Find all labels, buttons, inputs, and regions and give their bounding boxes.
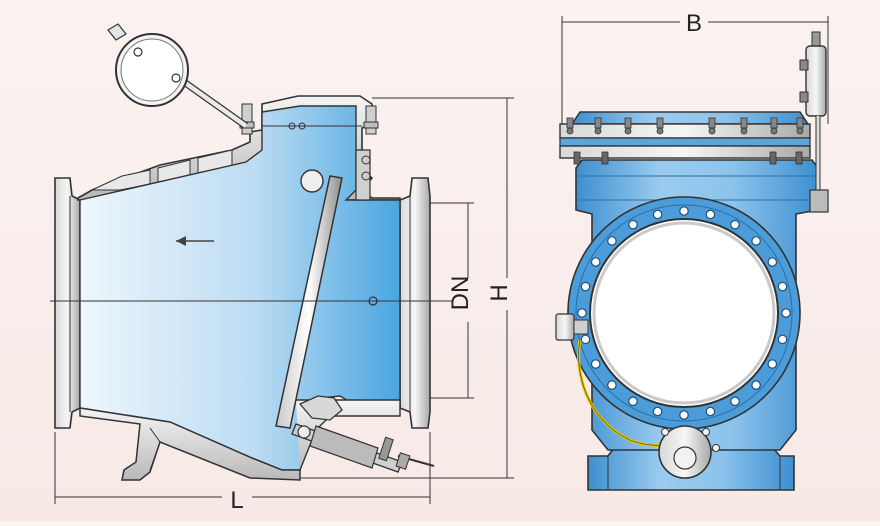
side-section-view: L DN H (50, 23, 514, 514)
dashpot-assembly (291, 395, 435, 473)
swing-disc (275, 175, 343, 429)
left-flange (54, 177, 81, 429)
label-DN: DN (447, 276, 474, 311)
flange-bolt-holes (577, 206, 791, 420)
cover-bolts-end (566, 117, 804, 165)
dimension-H: H (300, 97, 514, 479)
dimension-L: L (54, 432, 431, 514)
hinge-pin (300, 169, 324, 193)
dimension-B: B (561, 10, 829, 124)
position-indicator (107, 23, 249, 129)
label-L: L (230, 487, 243, 514)
dimension-DN: DN (430, 202, 474, 399)
side-port (555, 313, 589, 341)
arrow-left-icon (176, 236, 214, 246)
right-flange (399, 177, 431, 429)
end-view: B (555, 10, 829, 491)
bottom-damper (658, 425, 720, 479)
label-B: B (686, 10, 702, 37)
side-indicator (799, 31, 829, 213)
bore-opening (589, 218, 779, 408)
label-H: H (486, 284, 513, 301)
